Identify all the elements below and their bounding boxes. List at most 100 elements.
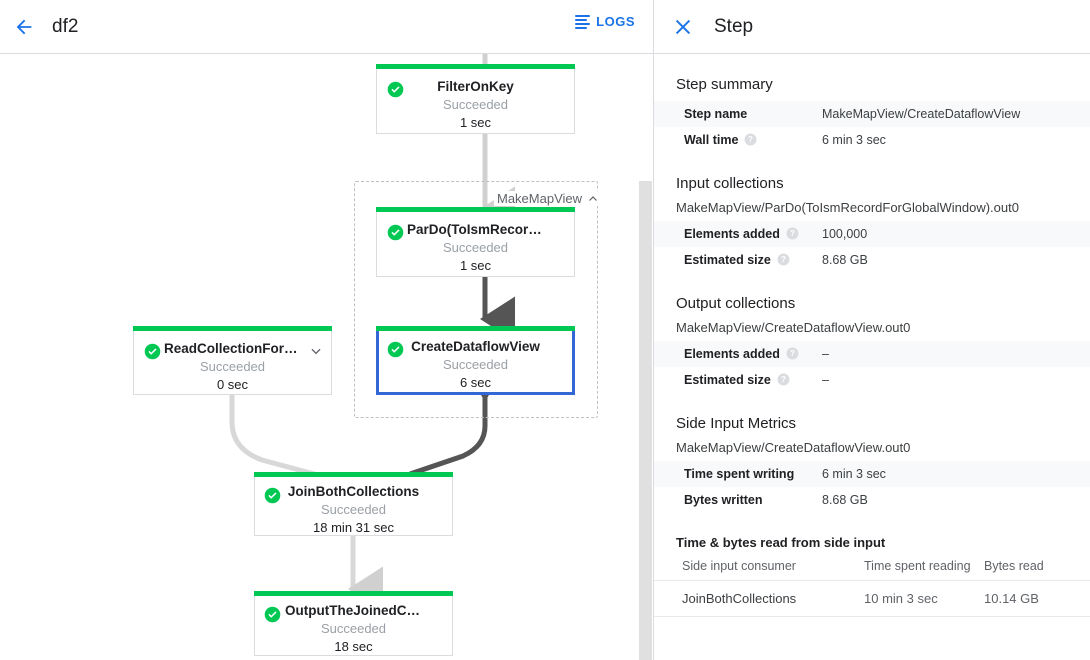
input-collections-table: Elements added? 100,000 Estimated size? … bbox=[654, 221, 1090, 273]
row-key: Elements added? bbox=[654, 221, 822, 247]
graph-scrollbar-thumb[interactable] bbox=[639, 181, 652, 660]
node-status: Succeeded bbox=[442, 240, 509, 255]
page-title: df2 bbox=[52, 16, 79, 37]
group-label-text: MakeMapView bbox=[497, 191, 583, 206]
check-circle-icon bbox=[387, 224, 404, 241]
row-value: MakeMapView/CreateDataflowView bbox=[822, 107, 1021, 121]
row-value: 6 min 3 sec bbox=[822, 467, 886, 481]
column-header-time-spent-reading: Time spent reading bbox=[864, 552, 984, 581]
help-icon[interactable]: ? bbox=[777, 373, 790, 386]
table-row: Estimated size? – bbox=[654, 367, 1090, 393]
output-collection-name: MakeMapView/CreateDataflowView.out0 bbox=[676, 320, 911, 335]
svg-text:?: ? bbox=[748, 135, 753, 144]
help-icon[interactable]: ? bbox=[786, 227, 799, 240]
step-panel-title: Step bbox=[714, 16, 754, 37]
node-status: Succeeded bbox=[320, 502, 387, 517]
side-input-collection-name: MakeMapView/CreateDataflowView.out0 bbox=[676, 440, 911, 455]
help-icon[interactable]: ? bbox=[786, 347, 799, 360]
group-box-makemapview[interactable] bbox=[354, 181, 598, 418]
node-time: 6 sec bbox=[459, 375, 492, 390]
row-key: Elements added? bbox=[654, 341, 822, 367]
svg-text:?: ? bbox=[781, 375, 786, 384]
close-button[interactable] bbox=[670, 14, 696, 40]
arrow-back-icon bbox=[16, 19, 32, 35]
side-input-metrics-table: Time spent writing 6 min 3 sec Bytes wri… bbox=[654, 461, 1090, 513]
table-row[interactable]: JoinBothCollections 10 min 3 sec 10.14 G… bbox=[654, 580, 1090, 617]
logs-button[interactable]: LOGS bbox=[575, 14, 635, 29]
section-title-output-collections: Output collections bbox=[676, 295, 796, 312]
row-value: – bbox=[822, 373, 829, 387]
check-circle-icon bbox=[387, 81, 404, 98]
input-collection-name: MakeMapView/ParDo(ToIsmRecordForGlobalWi… bbox=[676, 200, 1019, 215]
step-panel-body: Step summary Step name MakeMapView/Creat… bbox=[654, 76, 1090, 617]
table-header-row: Side input consumer Time spent reading B… bbox=[654, 552, 1090, 581]
step-summary-table: Step name MakeMapView/CreateDataflowView… bbox=[654, 101, 1090, 153]
job-header: df2 LOGS bbox=[0, 0, 653, 54]
row-value: 6 min 3 sec bbox=[822, 133, 886, 147]
graph-node-read-collection-for-join[interactable]: ReadCollectionForJoin Succeeded 0 sec bbox=[133, 326, 332, 395]
row-value: – bbox=[822, 347, 829, 361]
cell-side-input-consumer: JoinBothCollections bbox=[654, 580, 864, 617]
svg-text:?: ? bbox=[790, 229, 795, 238]
table-row: Elements added? 100,000 bbox=[654, 221, 1090, 247]
row-key: Wall time? bbox=[654, 127, 822, 153]
step-details-panel: Step Step summary Step name MakeMapView/… bbox=[654, 0, 1090, 660]
graph-node-filter-on-key[interactable]: FilterOnKey Succeeded 1 sec bbox=[376, 64, 575, 134]
step-panel-header: Step bbox=[654, 0, 1090, 54]
graph-node-create-dataflow-view[interactable]: CreateDataflowView Succeeded 6 sec bbox=[376, 326, 575, 395]
table-row: Time spent writing 6 min 3 sec bbox=[654, 461, 1090, 487]
node-name: CreateDataflowView bbox=[411, 339, 540, 354]
node-time: 1 sec bbox=[459, 115, 492, 130]
group-label-makemapview[interactable]: MakeMapView bbox=[494, 191, 603, 206]
svg-text:?: ? bbox=[781, 255, 786, 264]
section-title-step-summary: Step summary bbox=[676, 76, 773, 93]
node-status-bar bbox=[254, 472, 453, 477]
node-time: 0 sec bbox=[216, 377, 249, 392]
table-row: Elements added? – bbox=[654, 341, 1090, 367]
row-key: Estimated size? bbox=[654, 247, 822, 273]
section-title-input-collections: Input collections bbox=[676, 175, 784, 192]
node-status: Succeeded bbox=[442, 97, 509, 112]
close-icon bbox=[675, 19, 691, 35]
node-status-bar bbox=[133, 326, 332, 331]
table-row: Bytes written 8.68 GB bbox=[654, 487, 1090, 513]
node-status: Succeeded bbox=[442, 357, 509, 372]
node-name: ParDo(ToIsmRecordFor… bbox=[407, 222, 572, 237]
row-key: Step name bbox=[684, 107, 748, 121]
node-name: FilterOnKey bbox=[437, 79, 514, 94]
edge-arrow-createdataflowview bbox=[480, 393, 490, 402]
graph-node-pardo-toismrecordfor[interactable]: ParDo(ToIsmRecordFor… Succeeded 1 sec bbox=[376, 207, 575, 277]
cell-bytes-read: 10.14 GB bbox=[984, 580, 1090, 617]
row-key: Estimated size? bbox=[654, 367, 822, 393]
table-row: Step name MakeMapView/CreateDataflowView bbox=[654, 101, 1090, 127]
node-name: ReadCollectionForJoin bbox=[164, 341, 312, 356]
table-row: Wall time? 6 min 3 sec bbox=[654, 127, 1090, 153]
check-circle-icon bbox=[144, 343, 161, 360]
edge-readcollection-to-join bbox=[229, 386, 319, 478]
column-header-side-input-consumer: Side input consumer bbox=[654, 552, 864, 581]
side-input-reads-table: Side input consumer Time spent reading B… bbox=[654, 552, 1090, 617]
back-button[interactable] bbox=[10, 13, 38, 41]
chevron-down-icon[interactable] bbox=[309, 344, 323, 358]
graph-scrollbar-track[interactable] bbox=[639, 0, 652, 660]
check-circle-icon bbox=[387, 341, 404, 358]
chevron-up-icon[interactable] bbox=[587, 193, 599, 205]
section-title-side-input-reads: Time & bytes read from side input bbox=[676, 535, 886, 550]
svg-text:?: ? bbox=[790, 349, 795, 358]
job-graph-canvas[interactable]: MakeMapView FilterOnKey Succeeded 1 sec bbox=[0, 54, 653, 660]
node-time: 1 sec bbox=[459, 258, 492, 273]
column-header-bytes-read: Bytes read bbox=[984, 552, 1090, 581]
row-value: 8.68 GB bbox=[822, 493, 868, 507]
cell-time-spent-reading: 10 min 3 sec bbox=[864, 580, 984, 617]
node-status: Succeeded bbox=[199, 359, 266, 374]
section-title-side-input-metrics: Side Input Metrics bbox=[676, 415, 797, 432]
graph-node-join-both-collections[interactable]: JoinBothCollections Succeeded 18 min 31 … bbox=[254, 472, 453, 536]
graph-node-output-the-joined-collec[interactable]: OutputTheJoinedCollec… Succeeded 18 sec bbox=[254, 591, 453, 656]
row-value: 8.68 GB bbox=[822, 253, 868, 267]
help-icon[interactable]: ? bbox=[777, 253, 790, 266]
node-status-bar bbox=[254, 591, 453, 596]
list-icon bbox=[575, 14, 591, 29]
node-status-bar bbox=[376, 207, 575, 212]
help-icon[interactable]: ? bbox=[744, 133, 757, 146]
node-name: JoinBothCollections bbox=[287, 484, 420, 499]
